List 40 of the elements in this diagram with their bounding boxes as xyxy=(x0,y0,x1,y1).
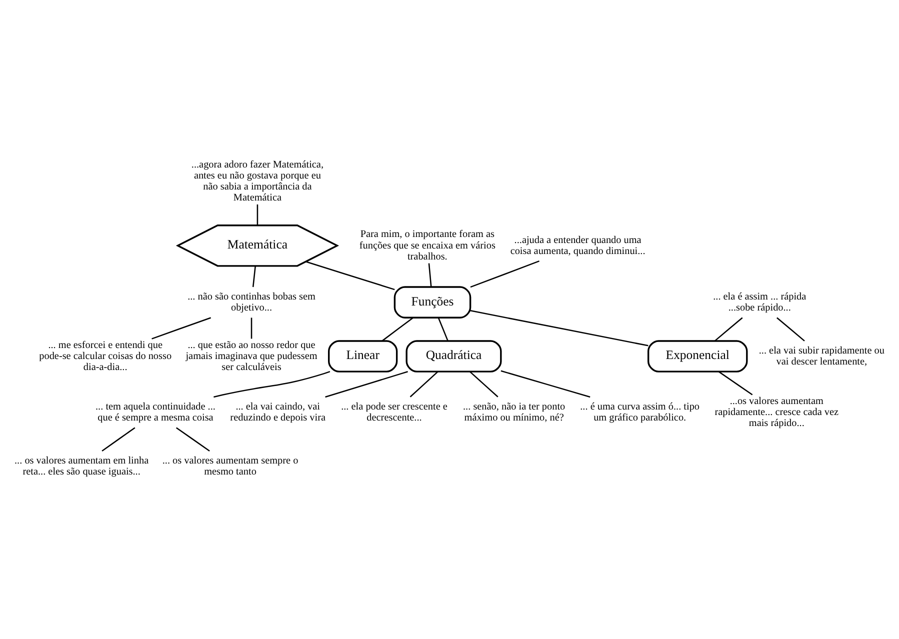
node-text: ... ela vai caindo, vai reduzindo e depois vira xyxy=(230,400,326,424)
node-text: ... ela é assim ... rápida ...sobe rápido... xyxy=(713,290,806,313)
node-text: ... senão, não ia ter ponto máximo ou mínimo, né? xyxy=(463,400,566,424)
connector xyxy=(102,426,136,451)
connector xyxy=(250,317,252,338)
node-box: Exponencial xyxy=(647,340,748,372)
node-text: ... os valores aumentam em linha reta... eles são quase iguais... xyxy=(14,454,149,477)
connector xyxy=(500,370,590,398)
node-text: ... os valores aumentam sempre o mesmo tanto xyxy=(162,454,298,477)
connector xyxy=(256,204,258,226)
node-text: ...agora adoro fazer Matemática, antes eu não gostava porque eu não sabia a importância da Matemática xyxy=(191,158,324,204)
node-text: ... não são continhas bobas sem objetivo... xyxy=(188,290,316,313)
connector xyxy=(470,310,648,346)
connector xyxy=(410,370,438,397)
node-text: ... ela pode ser crescente e decrescente... xyxy=(341,400,448,424)
connector xyxy=(152,316,212,339)
connector xyxy=(325,370,408,398)
node-box: Linear xyxy=(328,340,398,372)
node-text: ... é uma curva assim ó... tipo um gráfico parabólico. xyxy=(580,400,700,424)
connector xyxy=(438,316,448,341)
connector xyxy=(470,260,540,288)
connector xyxy=(306,260,395,290)
node-box: Quadrática xyxy=(406,340,502,372)
connector xyxy=(176,426,210,451)
connector xyxy=(470,370,498,397)
node-text: ...ajuda a entender quando uma coisa aumenta, quando diminui... xyxy=(510,234,646,256)
connector xyxy=(776,316,805,341)
node-box: Funções xyxy=(394,286,472,318)
node-text: ... me esforcei e entendi que pode-se calcular coisas do nosso dia-a-dia... xyxy=(39,339,172,372)
connector xyxy=(382,316,414,341)
node-text: ... tem aquela continuidade ... que é sempre a mesma coisa xyxy=(96,400,216,424)
connector xyxy=(714,316,743,341)
node-text: ... que estão ao nosso redor que jamais imaginava que pudessem ser calculáveis xyxy=(186,339,318,372)
connector xyxy=(252,265,256,287)
connector xyxy=(214,370,330,398)
node-text: ... ela vai subir rapidamente ou vai descer lentamente, xyxy=(758,344,884,367)
connector xyxy=(428,262,432,287)
node-text: ...os valores aumentam rapidamente... cresce cada vez mais rápido... xyxy=(714,395,839,429)
node-text: Para mim, o importante foram as funções que se encaixa em vários trabalhos. xyxy=(359,228,496,262)
connector xyxy=(718,370,753,395)
